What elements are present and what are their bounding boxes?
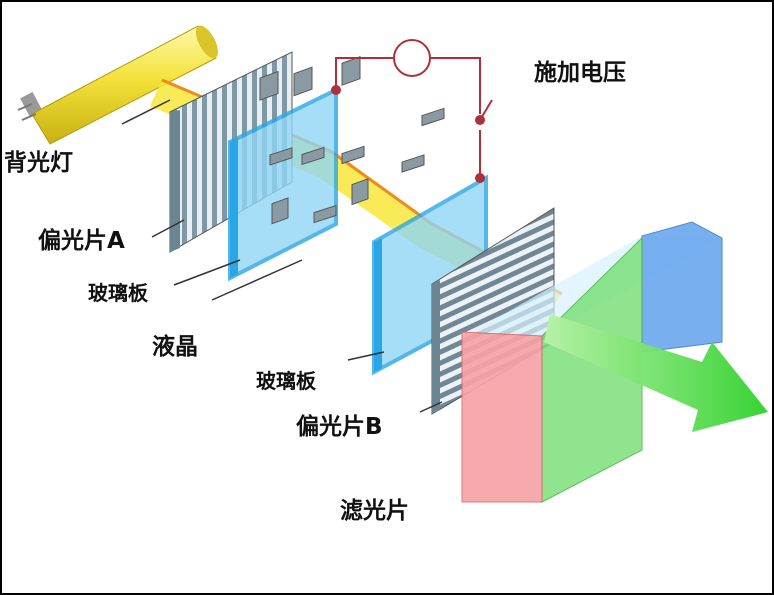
glass-plate-1 xyxy=(228,86,338,282)
backlight-tube xyxy=(17,25,219,145)
light-output-arrow xyxy=(544,314,768,432)
leader-lines xyxy=(121,99,443,413)
color-filters xyxy=(461,221,723,503)
liquid-crystal-molecules xyxy=(259,56,445,225)
polarizer-b-label: 偏光片B xyxy=(296,414,383,440)
polarizer-a-label: 偏光片A xyxy=(38,228,125,254)
backlight-label: 背光灯 xyxy=(4,150,73,176)
voltage-label: 施加电压 xyxy=(534,60,626,86)
voltage-circuit xyxy=(331,39,493,183)
filter-label: 滤光片 xyxy=(340,498,409,524)
glass-plate-1-label: 玻璃板 xyxy=(88,281,148,305)
liquid-crystal-label: 液晶 xyxy=(152,334,198,360)
glass-plate-2-label: 玻璃板 xyxy=(256,369,316,393)
